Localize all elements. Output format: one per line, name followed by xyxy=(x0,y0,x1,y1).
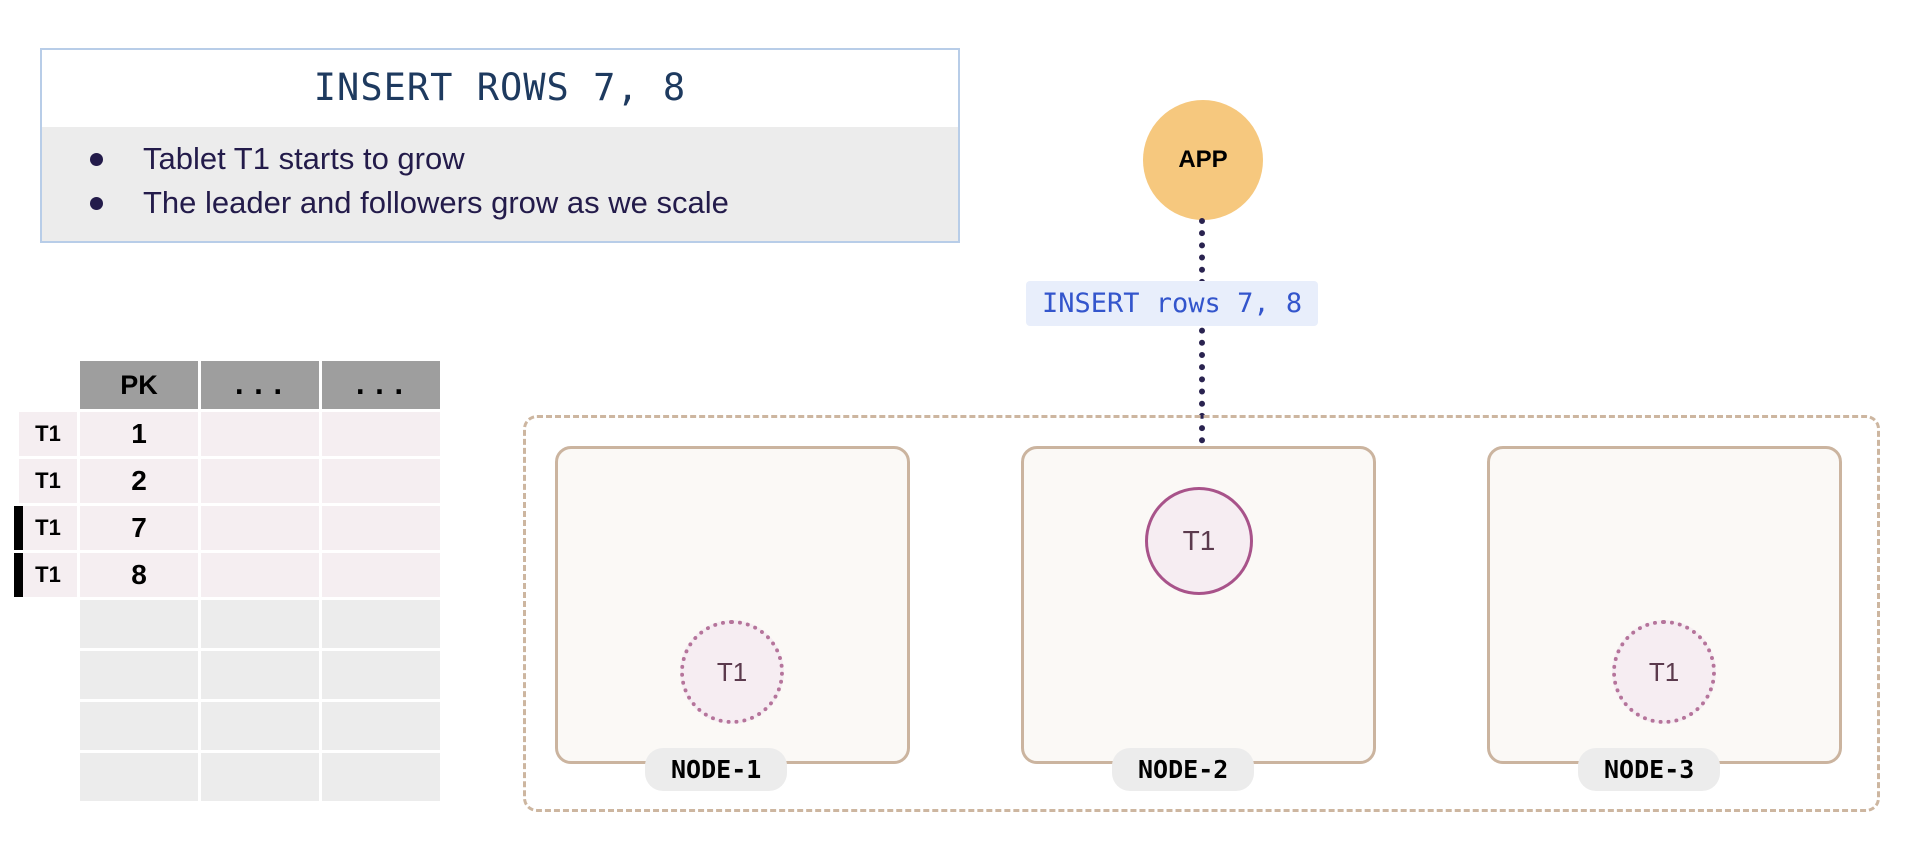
cell-ellipsis-2 xyxy=(322,506,440,550)
cell-ellipsis-2 xyxy=(322,553,440,597)
row-spacer xyxy=(19,753,77,801)
list-item: Tablet T1 starts to grow xyxy=(42,137,958,181)
row-spacer xyxy=(19,600,77,648)
request-message-label: INSERT rows 7, 8 xyxy=(1026,281,1319,326)
cell-ellipsis-1 xyxy=(201,459,319,503)
bullet-text: The leader and followers grow as we scal… xyxy=(143,185,729,220)
tablet-follower-node-3: T1 xyxy=(1612,620,1716,724)
cell-empty xyxy=(201,651,319,699)
table-row: T1 1 xyxy=(19,412,440,456)
cell-ellipsis-2 xyxy=(322,412,440,456)
cell-ellipsis-2 xyxy=(322,459,440,503)
table-corner-spacer xyxy=(19,361,77,409)
app-node: APP xyxy=(1143,100,1263,220)
cell-empty xyxy=(322,651,440,699)
cell-ellipsis-1 xyxy=(201,553,319,597)
cluster-boundary xyxy=(523,415,1880,812)
cell-empty xyxy=(322,600,440,648)
node-label-node-2: NODE-2 xyxy=(1112,748,1255,791)
row-spacer xyxy=(19,651,77,699)
column-header-pk: PK xyxy=(80,361,198,409)
cell-pk: 8 xyxy=(80,553,198,597)
cell-empty xyxy=(201,600,319,648)
table-row: T1 8 xyxy=(14,553,440,597)
tablet-leader-node-2: T1 xyxy=(1145,487,1253,595)
cell-empty xyxy=(80,651,198,699)
row-spacer xyxy=(19,702,77,750)
table-empty-row xyxy=(19,753,440,801)
table-row: T1 2 xyxy=(19,459,440,503)
callout-title: INSERT ROWS 7, 8 xyxy=(42,50,958,127)
callout-body: Tablet T1 starts to grow The leader and … xyxy=(42,127,958,241)
bullet-icon xyxy=(90,196,103,210)
table-empty-row xyxy=(19,702,440,750)
table-empty-row xyxy=(19,600,440,648)
request-arrow-line xyxy=(1199,218,1205,480)
cell-empty xyxy=(322,702,440,750)
table-empty-row xyxy=(19,651,440,699)
cell-pk: 2 xyxy=(80,459,198,503)
cell-ellipsis-1 xyxy=(201,506,319,550)
table-row: T1 7 xyxy=(14,506,440,550)
cell-pk: 7 xyxy=(80,506,198,550)
column-header-ellipsis-2: ... xyxy=(322,361,440,409)
row-tablet-label: T1 xyxy=(14,553,77,597)
node-label-node-1: NODE-1 xyxy=(645,748,788,791)
table-header-row: PK ... ... xyxy=(19,361,440,409)
row-tablet-label: T1 xyxy=(19,459,77,503)
row-tablet-label: T1 xyxy=(19,412,77,456)
cell-empty xyxy=(80,600,198,648)
cell-ellipsis-1 xyxy=(201,412,319,456)
cell-empty xyxy=(322,753,440,801)
bullet-text: Tablet T1 starts to grow xyxy=(143,141,465,176)
cell-empty xyxy=(201,753,319,801)
callout-box: INSERT ROWS 7, 8 Tablet T1 starts to gro… xyxy=(40,48,960,243)
list-item: The leader and followers grow as we scal… xyxy=(42,181,958,225)
cell-pk: 1 xyxy=(80,412,198,456)
column-header-ellipsis-1: ... xyxy=(201,361,319,409)
cell-empty xyxy=(80,702,198,750)
cell-empty xyxy=(201,702,319,750)
row-tablet-label: T1 xyxy=(14,506,77,550)
cell-empty xyxy=(80,753,198,801)
tablet-follower-node-1: T1 xyxy=(680,620,784,724)
node-label-node-3: NODE-3 xyxy=(1578,748,1721,791)
tablet-rows-table: PK ... ... T1 1 T1 2 T1 7 T1 8 xyxy=(14,358,443,804)
bullet-icon xyxy=(90,152,103,166)
